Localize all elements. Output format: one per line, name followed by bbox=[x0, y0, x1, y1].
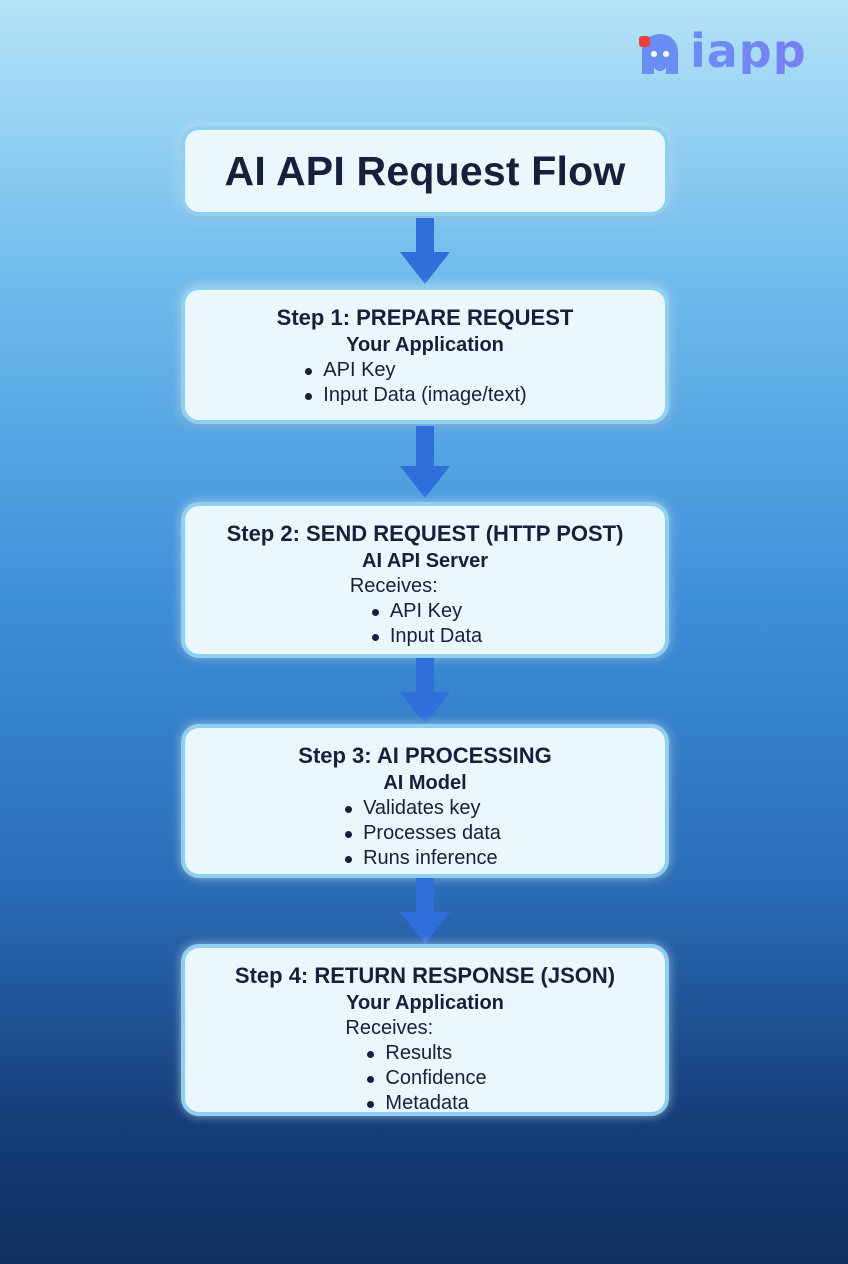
step-title: Step 3: AI PROCESSING bbox=[298, 743, 552, 768]
step-subtitle: AI API Server bbox=[362, 550, 488, 572]
list-item-text: Input Data (image/text) bbox=[323, 384, 527, 406]
flow-arrow-down-icon bbox=[400, 658, 450, 724]
bullet-dot-icon bbox=[345, 856, 353, 863]
list-item-text: Metadata bbox=[385, 1092, 469, 1114]
step-content: API Key Input Data (image/text) bbox=[303, 358, 527, 408]
flow-arrow-down-icon bbox=[400, 218, 450, 284]
step-title: Step 2: SEND REQUEST (HTTP POST) bbox=[226, 521, 624, 546]
bullet-dot-icon bbox=[345, 831, 353, 838]
list-item-text: Input Data bbox=[389, 625, 483, 647]
flow-arrow-down-icon bbox=[400, 878, 450, 944]
list-item: Metadata bbox=[365, 1091, 486, 1116]
step-title: Step 1: PREPARE REQUEST bbox=[276, 305, 574, 330]
step-content: Validates key Processes data Runs infere… bbox=[343, 796, 501, 871]
list-item: Runs inference bbox=[343, 846, 501, 871]
iapp-logo-mark-icon bbox=[639, 34, 678, 74]
step-subtitle: Your Application bbox=[346, 992, 504, 1014]
bullet-dot-icon bbox=[345, 806, 353, 813]
list-item-text: Results bbox=[385, 1042, 453, 1064]
list-item-text: Validates key bbox=[363, 797, 481, 819]
step-box-2: Step 2: SEND REQUEST (HTTP POST) AI API … bbox=[181, 502, 669, 658]
diagram-title: AI API Request Flow bbox=[224, 147, 626, 194]
list-item-text: Processes data bbox=[363, 822, 501, 844]
step-subtitle: AI Model bbox=[383, 772, 467, 794]
logo-wordmark: iapp bbox=[690, 24, 807, 78]
step-content: Receives: API Key Input Data bbox=[350, 574, 482, 649]
list-item: Results bbox=[365, 1041, 486, 1066]
list-item: API Key bbox=[303, 358, 526, 383]
bullet-dot-icon bbox=[367, 1076, 375, 1083]
step-box-1: Step 1: PREPARE REQUEST Your Application… bbox=[181, 286, 669, 424]
list-item: Confidence bbox=[365, 1066, 487, 1091]
diagram-title-box: AI API Request Flow bbox=[181, 126, 669, 216]
bullet-dot-icon bbox=[305, 368, 313, 375]
list-item: API Key bbox=[370, 599, 482, 624]
list-item-text: Runs inference bbox=[363, 847, 498, 869]
flow-arrow-down-icon bbox=[400, 426, 450, 498]
list-item: Input Data (image/text) bbox=[303, 383, 527, 408]
step-title: Step 4: RETURN RESPONSE (JSON) bbox=[234, 963, 616, 988]
list-item: Processes data bbox=[343, 821, 501, 846]
list-item-text: API Key bbox=[323, 359, 396, 381]
step-box-4: Step 4: RETURN RESPONSE (JSON) Your Appl… bbox=[181, 944, 669, 1116]
list-item-text: Confidence bbox=[385, 1067, 487, 1089]
step-intro: Receives: bbox=[349, 575, 438, 597]
bullet-dot-icon bbox=[367, 1101, 375, 1108]
bullet-dot-icon bbox=[371, 609, 379, 616]
bullet-dot-icon bbox=[305, 393, 313, 400]
list-item: Validates key bbox=[343, 796, 501, 821]
step-box-3: Step 3: AI PROCESSING AI Model Validates… bbox=[181, 724, 669, 878]
step-subtitle: Your Application bbox=[346, 334, 504, 356]
bullet-dot-icon bbox=[371, 634, 379, 641]
list-item: Input Data bbox=[370, 624, 482, 649]
iapp-logo: iapp bbox=[636, 26, 822, 82]
list-item-text: API Key bbox=[389, 600, 463, 622]
step-content: Receives: Results Confidence Metadata bbox=[345, 1016, 486, 1116]
bullet-dot-icon bbox=[367, 1051, 375, 1058]
step-intro: Receives: bbox=[345, 1017, 434, 1039]
